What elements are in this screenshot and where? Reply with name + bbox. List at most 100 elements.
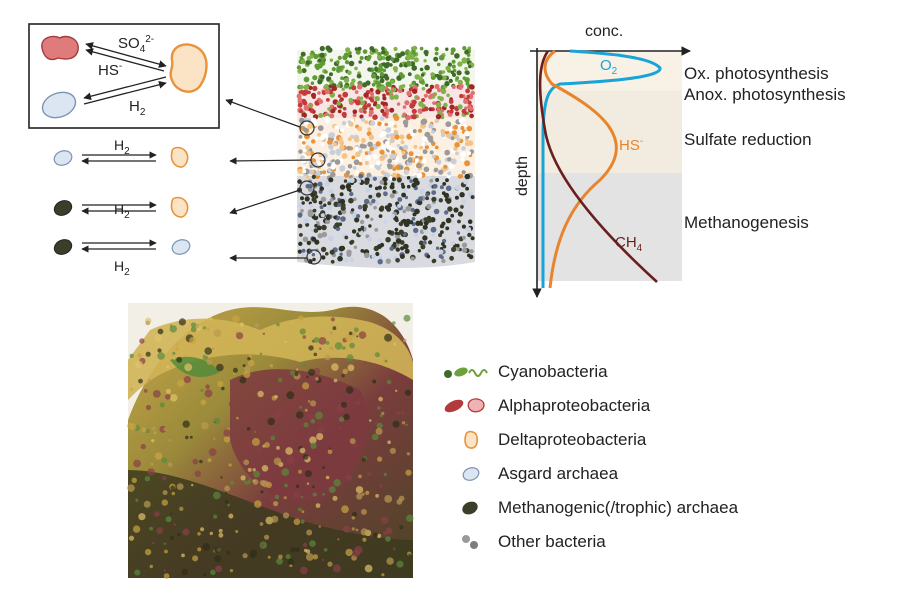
mat-cell-dot	[449, 255, 454, 261]
photo-texture-dot	[154, 334, 162, 343]
zone-label-sulfate-reduction: Sulfate reduction	[684, 130, 812, 149]
photo-texture-dot	[175, 342, 179, 346]
mat-cell-dot	[465, 186, 469, 191]
mat-cell-dot	[440, 128, 446, 134]
mat-cell-dot	[387, 158, 393, 164]
mat-cell-dot	[369, 91, 375, 97]
mat-cell-dot	[466, 57, 471, 62]
mat-cell-dot	[300, 51, 306, 57]
mat-cell-dot	[380, 170, 385, 175]
mat-cell-dot	[349, 191, 354, 197]
photo-texture-dot	[251, 437, 260, 446]
mat-cell-dot	[367, 127, 372, 132]
photo-texture-dot	[302, 335, 307, 339]
photo-texture-dot	[260, 490, 264, 494]
mat-cell-dot	[308, 85, 313, 90]
photo-texture-dot	[305, 549, 311, 554]
photo-texture-dot	[143, 389, 148, 393]
photo-texture-dot	[202, 573, 207, 577]
photo-texture-dot	[161, 457, 168, 464]
photo-texture-dot	[192, 458, 199, 465]
mat-cell-dot	[409, 54, 415, 60]
o2-label: O	[600, 57, 612, 74]
mat-cell-dot	[466, 125, 473, 132]
photo-texture-dot	[302, 542, 308, 548]
mat-cell-dot	[397, 197, 403, 202]
sulfate-subscript: 4	[140, 44, 146, 55]
exchange-label: H	[114, 201, 124, 217]
mat-cell-dot	[405, 205, 412, 212]
mat-cell-dot	[415, 220, 421, 226]
mat-cell-dot	[388, 120, 394, 127]
mat-cell-dot	[412, 99, 417, 105]
mat-cell-dot	[437, 74, 443, 81]
mat-cell-dot	[392, 189, 396, 194]
mat-cell-dot	[328, 188, 334, 194]
photo-texture-dot	[220, 476, 223, 479]
mat-cell-dot	[398, 221, 404, 227]
photo-texture-dot	[360, 508, 367, 515]
mat-cell-dot	[319, 134, 325, 141]
mat-cell-dot	[313, 53, 319, 60]
mat-cell-dot	[397, 203, 402, 208]
photo-texture-dot	[284, 340, 287, 344]
mat-cell-dot	[369, 88, 374, 92]
mat-cell-dot	[377, 238, 382, 243]
mat-cell-dot	[318, 200, 323, 205]
exchange-subscript: 2	[124, 146, 130, 157]
photo-texture-dot	[317, 426, 325, 434]
mat-cell-dot	[312, 85, 318, 92]
mat-cell-dot	[375, 160, 381, 166]
deltaproteobacteria-cell-icon	[170, 146, 189, 168]
mat-cell-dot	[382, 176, 388, 183]
mat-cell-dot	[422, 235, 428, 241]
photo-texture-dot	[165, 516, 172, 523]
mat-cell-dot	[375, 89, 381, 95]
mat-cell-dot	[344, 60, 350, 65]
photo-texture-dot	[365, 490, 370, 495]
mat-cell-dot	[378, 66, 384, 72]
mat-cell-dot	[463, 179, 468, 185]
mat-cell-dot	[469, 113, 474, 119]
mat-cell-dot	[461, 108, 467, 114]
mat-cell-dot	[305, 60, 310, 65]
mat-cell-dot	[364, 252, 370, 259]
mat-cell-dot	[353, 137, 360, 143]
photo-texture-dot	[145, 428, 150, 434]
mat-cell-dot	[304, 196, 310, 202]
mat-cell-dot	[391, 213, 395, 218]
mat-cell-dot	[315, 170, 321, 175]
mat-cell-dot	[463, 98, 469, 104]
svg-text:O2: O2	[600, 57, 618, 77]
mat-cell-dot	[347, 137, 352, 142]
mat-cell-dot	[297, 102, 303, 108]
mat-cell-dot	[319, 45, 325, 52]
photo-texture-dot	[324, 354, 331, 361]
mat-cell-dot	[299, 89, 305, 95]
mat-cell-dot	[306, 240, 312, 246]
mat-cell-dot	[467, 219, 473, 224]
mat-cell-dot	[297, 223, 303, 229]
photo-texture-dot	[298, 507, 302, 512]
photo-texture-dot	[327, 449, 333, 455]
mat-cell-dot	[449, 104, 455, 110]
photo-texture-dot	[157, 352, 165, 360]
exchange-label: H	[114, 137, 124, 153]
mat-cell-dot	[446, 198, 452, 204]
photo-texture-dot	[387, 440, 391, 445]
mat-cell-dot	[404, 195, 409, 200]
methanogenic-archaea-icon	[462, 501, 478, 515]
mat-cell-dot	[451, 64, 456, 69]
mat-cell-dot	[430, 203, 435, 207]
mat-cell-dot	[330, 193, 335, 198]
hydrogen-subscript: 2	[140, 107, 146, 118]
mat-cell-dot	[391, 150, 396, 155]
mat-cell-dot	[342, 91, 349, 98]
mat-cell-dot	[400, 140, 405, 145]
mat-cell-dot	[386, 163, 392, 168]
mat-cell-dot	[389, 246, 395, 251]
mat-cell-dot	[441, 221, 446, 226]
mat-cell-dot	[312, 257, 316, 262]
mat-cell-dot	[425, 196, 429, 201]
mat-cell-dot	[326, 76, 332, 82]
